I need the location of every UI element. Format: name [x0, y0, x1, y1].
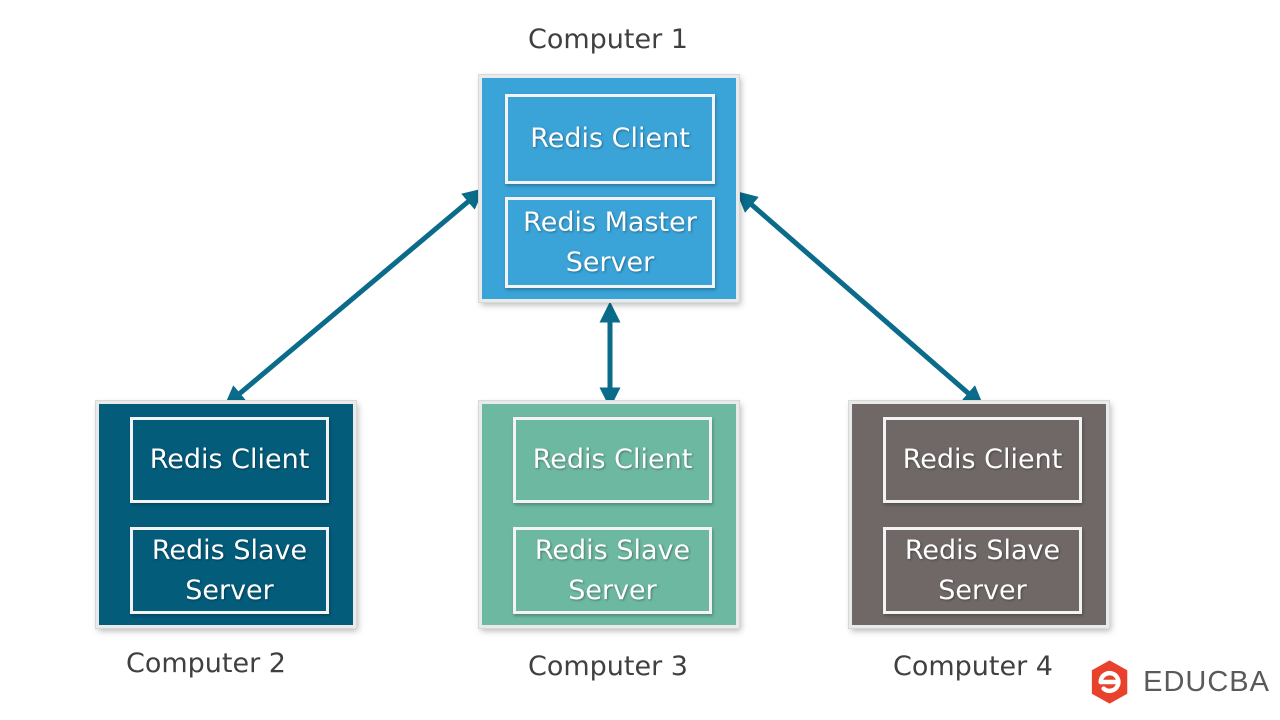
component-label: Redis Client [149, 444, 310, 475]
redis-slave-server-box: Redis Slave Server [130, 527, 329, 614]
arrow-computer1-computer2 [223, 188, 485, 407]
component-label: Server [185, 574, 274, 606]
component-label: Redis Client [530, 123, 690, 154]
redis-client-box: Redis Client [505, 94, 715, 184]
computer-2-label: Computer 2 [126, 648, 286, 679]
arrow-computer1-computer4 [736, 191, 984, 407]
computer-4-box: Redis Client Redis Slave Server [849, 401, 1109, 628]
computer-1-label: Computer 1 [528, 24, 688, 55]
educba-logo-icon [1091, 660, 1128, 704]
component-label: Redis Client [902, 444, 1063, 475]
component-label: Redis Slave [534, 534, 691, 566]
educba-logo-text: EDUCBA [1143, 665, 1270, 698]
computer-4-label: Computer 4 [893, 651, 1053, 682]
redis-master-server-box: Redis Master Server [505, 197, 715, 288]
computer-2-box: Redis Client Redis Slave Server [96, 401, 356, 628]
component-label: Redis Master [523, 206, 697, 238]
computer-1-box: Redis Client Redis Master Server [479, 75, 739, 302]
computer-3-label: Computer 3 [528, 651, 688, 682]
redis-client-box: Redis Client [513, 417, 712, 503]
component-label: Server [938, 574, 1027, 606]
redis-slave-server-box: Redis Slave Server [883, 527, 1082, 614]
educba-logo: EDUCBA [1084, 656, 1270, 708]
component-label: Server [568, 574, 657, 606]
component-label: Redis Slave [904, 534, 1061, 566]
computer-3-box: Redis Client Redis Slave Server [479, 401, 739, 628]
component-label: Server [565, 246, 655, 278]
redis-slave-server-box: Redis Slave Server [513, 527, 712, 614]
redis-client-box: Redis Client [130, 417, 329, 503]
component-label: Redis Slave [151, 534, 308, 566]
redis-client-box: Redis Client [883, 417, 1082, 503]
component-label: Redis Client [532, 444, 693, 475]
